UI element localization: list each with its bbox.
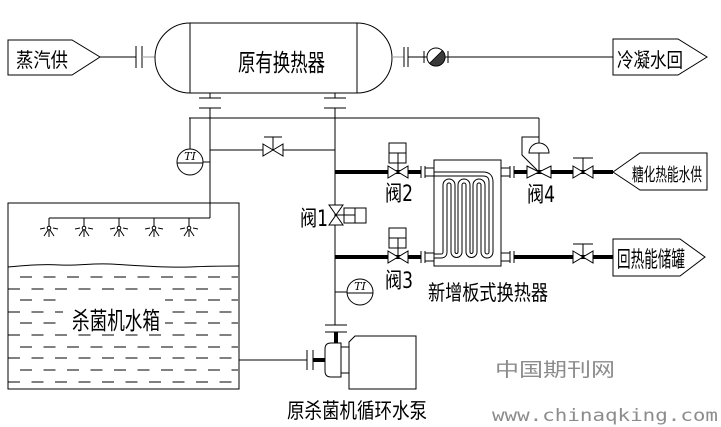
circulation-pump: 原杀菌机循环水泵 xyxy=(287,335,427,423)
spray-line xyxy=(154,229,160,237)
nozzle xyxy=(500,252,511,262)
new-plate-heat-exchanger-label: 新增板式换热器 xyxy=(428,281,548,305)
condensate-return-arrow-icon xyxy=(612,38,708,76)
nozzle-head xyxy=(186,225,192,231)
pump-coupling xyxy=(340,346,350,374)
steam-supply-terminal: 蒸汽供 xyxy=(7,39,101,76)
water-surface-line xyxy=(7,263,240,268)
spray-line xyxy=(189,229,195,237)
steam-flange xyxy=(135,46,143,68)
steam-supply-label: 蒸汽供 xyxy=(16,48,68,72)
plate-exchanger-flange-lower-right xyxy=(500,251,515,263)
existing-heat-exchanger-label: 原有换热器 xyxy=(238,49,325,77)
circulation-pump-label: 原杀菌机循环水泵 xyxy=(287,399,427,423)
spray-line xyxy=(113,229,119,237)
pump-discharge-flange xyxy=(325,324,347,333)
gauge-dial-icon xyxy=(176,148,204,176)
spray-line xyxy=(119,229,125,237)
watermark: 中国期刊网 www.chinaqking.com xyxy=(492,359,718,426)
return-hand-valve xyxy=(572,243,594,264)
gauge-dial-icon xyxy=(346,278,374,306)
watermark-url: www.chinaqking.com xyxy=(492,406,718,426)
temperature-indicator-label: TI xyxy=(354,280,366,293)
watermark-site-name: 中国期刊网 xyxy=(495,359,615,381)
trap-hatched-half xyxy=(429,50,446,67)
temperature-indicator-1: TI xyxy=(176,148,210,176)
valve-4: 阀4 xyxy=(521,136,555,208)
saccharification-supply-terminal: 糖化热能水供 xyxy=(612,152,708,191)
valve-3: 阀3 xyxy=(385,227,413,294)
steam-trap-icon xyxy=(423,47,449,67)
spray-line xyxy=(49,229,55,237)
nozzle xyxy=(500,167,511,177)
valve-3-label: 阀3 xyxy=(385,269,413,294)
spray-line xyxy=(157,227,164,230)
pneumatic-actuator-icon xyxy=(528,142,550,154)
spray-line xyxy=(109,227,116,230)
spray-nozzle-icon xyxy=(144,218,164,237)
exchanger-inlet-flange xyxy=(324,93,346,109)
plate-exchanger-flange-upper-right xyxy=(500,166,515,178)
valve-1: 阀1 xyxy=(300,204,367,232)
bypass-hand-valve xyxy=(262,136,284,157)
nozzle xyxy=(424,167,435,177)
spray-line xyxy=(179,227,186,230)
return-storage-arrow-icon xyxy=(612,238,706,277)
sterilizer-water-tank: 杀菌机水箱 xyxy=(7,202,240,390)
temperature-indicator-2: TI xyxy=(335,278,374,306)
spray-line xyxy=(52,227,59,230)
new-plate-heat-exchanger: 新增板式换热器 xyxy=(420,159,548,305)
spray-line xyxy=(192,227,199,230)
spray-line xyxy=(87,227,94,230)
spray-line xyxy=(183,229,189,237)
pump-casing-icon xyxy=(324,342,342,378)
nozzle xyxy=(424,252,435,262)
plate-exchanger-coil-inner xyxy=(433,172,493,258)
condensate-flange xyxy=(403,47,409,67)
feedback-line xyxy=(521,136,539,171)
pump-suction-flange xyxy=(306,350,314,370)
return-storage-label: 回热能储罐 xyxy=(617,248,685,273)
exchanger-left-cap xyxy=(154,22,191,94)
exchanger-outlet-flange xyxy=(199,93,221,109)
supply-hand-valve xyxy=(572,157,594,179)
pump-motor-icon xyxy=(348,335,417,390)
spray-line xyxy=(84,229,90,237)
spray-nozzle-icon xyxy=(109,218,129,237)
sterilizer-water-tank-label: 杀菌机水箱 xyxy=(72,307,160,335)
spray-line xyxy=(78,229,84,237)
saccharification-supply-arrow-icon xyxy=(612,152,708,191)
spray-line xyxy=(148,229,154,237)
spray-nozzle-icon xyxy=(39,218,59,237)
existing-heat-exchanger: 原有换热器 xyxy=(154,22,393,94)
spray-line xyxy=(39,227,46,230)
valve-2-label: 阀2 xyxy=(385,182,413,207)
spray-line xyxy=(43,229,49,237)
valve-1-label: 阀1 xyxy=(300,207,328,232)
exchanger-right-cap xyxy=(356,22,393,94)
saccharification-supply-label: 糖化热能水供 xyxy=(632,165,702,186)
nozzle-head xyxy=(81,225,87,231)
spray-nozzle-icon xyxy=(74,218,94,237)
plate-exchanger-flange-lower-left xyxy=(420,251,435,263)
exchanger-shell xyxy=(189,22,358,94)
spray-line xyxy=(144,227,151,230)
nozzle-head xyxy=(151,225,157,231)
temperature-indicator-label: TI xyxy=(184,150,196,163)
spray-line xyxy=(122,227,129,230)
valve-4-label: 阀4 xyxy=(527,183,555,208)
tank-body xyxy=(7,202,240,390)
condensate-return-label: 冷凝水回 xyxy=(617,48,683,72)
plate-exchanger-flange-upper-left xyxy=(420,166,435,178)
nozzle-head xyxy=(116,225,122,231)
steam-supply-arrow-icon xyxy=(7,39,101,76)
tank-label-backdrop xyxy=(63,295,165,331)
nozzle-head xyxy=(46,225,52,231)
spray-nozzles xyxy=(39,218,199,237)
spray-nozzle-icon xyxy=(179,218,199,237)
condensate-return-terminal: 冷凝水回 xyxy=(612,38,708,76)
return-storage-terminal: 回热能储罐 xyxy=(612,238,706,277)
spray-line xyxy=(74,227,81,230)
valve-2: 阀2 xyxy=(385,142,413,207)
